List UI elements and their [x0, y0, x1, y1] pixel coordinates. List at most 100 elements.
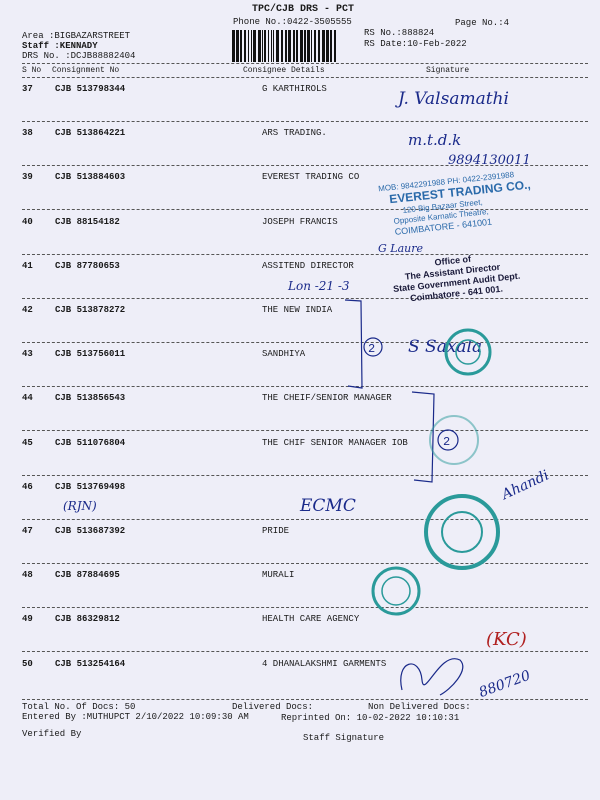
row-consignee: JOSEPH FRANCIS [262, 216, 338, 227]
signature-50: 880720 [477, 668, 533, 701]
entered-by: Entered By :MUTHUPCT 2/10/2022 10:09:30 … [22, 712, 249, 722]
everest-stamp: MOB: 9842291988 PH: 0422-2391988 EVEREST… [378, 170, 532, 237]
row-sno: 48 [22, 570, 33, 581]
barcode-bar [262, 30, 263, 62]
mark-45: 2 [443, 435, 450, 449]
row-consignee: THE CHIF SENIOR MANAGER IOB [262, 437, 408, 448]
reprinted-on: Reprinted On: 10-02-2022 10:10:31 [281, 713, 460, 723]
row-consignment-no: CJB 513254164 [55, 658, 126, 669]
row-divider [22, 651, 588, 653]
barcode-bar [273, 30, 274, 62]
row-consignee: SANDHIYA [262, 349, 306, 360]
row-divider [22, 430, 588, 432]
signature-38: m.t.d.k [408, 131, 461, 149]
row-consignee: MURALI [262, 570, 295, 581]
column-header-signature: Signature [426, 66, 470, 75]
svg-text:Office of: Office of [434, 254, 472, 268]
round-stamps [371, 328, 500, 616]
rs-date: RS Date:10-Feb-2022 [364, 39, 467, 49]
row-divider [22, 297, 588, 299]
barcode-bar [334, 30, 336, 62]
row-divider [22, 518, 588, 520]
barcode-bar [314, 30, 316, 62]
row-consignment-no: CJB 87884695 [55, 570, 120, 581]
note-49: (KC) [486, 629, 527, 650]
row-consignment-no: CJB 88154182 [55, 216, 120, 227]
area-label: Area :BIGBAZARSTREET [22, 31, 131, 41]
rs-number: RS No.:888824 [364, 28, 435, 38]
row-consignment-no: CJB 513798344 [55, 84, 126, 94]
barcode-bar [293, 30, 295, 62]
barcode-bar [288, 30, 291, 62]
row-divider [22, 342, 588, 343]
row-consignee: G KARTHIROLS [262, 84, 327, 94]
barcode-bar [276, 30, 279, 62]
barcode [232, 30, 336, 62]
row-consignee: HEALTH CARE AGENCY [262, 614, 360, 625]
total-docs: Total No. Of Docs: 50 [22, 702, 136, 712]
barcode-bar [330, 30, 332, 62]
document-title: TPC/CJB DRS - PCT [252, 4, 355, 15]
divider [22, 699, 588, 700]
row-sno: 46 [22, 481, 33, 492]
barcode-bar [307, 30, 310, 62]
row-sno: 44 [22, 393, 33, 404]
divider [22, 77, 588, 78]
note-47: ECMC [299, 496, 356, 516]
barcode-bar [296, 30, 298, 62]
staff-label: Staff :KENNADY [22, 41, 98, 51]
row-sno: 50 [22, 658, 33, 669]
row-consignee: EVEREST TRADING CO [262, 172, 360, 183]
verified-by: Verified By [22, 729, 82, 739]
row-consignee: ARS TRADING. [262, 128, 327, 139]
bracket-mark [344, 299, 363, 389]
drs-number: DRS No. :DCJB88882404 [22, 51, 136, 61]
barcode-bar [240, 30, 242, 62]
signature-37: J. Valsamathi [395, 89, 509, 109]
divider [22, 63, 588, 64]
barcode-bar [268, 30, 269, 62]
row-consignee: PRIDE [262, 526, 290, 536]
row-sno: 45 [22, 437, 33, 448]
delivered-docs: Delivered Docs: [232, 702, 314, 712]
row-consignment-no: CJB 513756011 [55, 349, 126, 360]
non-delivered-docs: Non Delivered Docs: [368, 702, 471, 712]
audit-office-stamp: Office of The Assistant Director State G… [393, 254, 521, 304]
column-header-sno: S No [22, 66, 42, 75]
barcode-bar [271, 30, 272, 62]
row-divider [22, 165, 588, 167]
row-divider [22, 607, 588, 609]
row-divider [22, 121, 588, 122]
barcode-bar [253, 30, 256, 62]
row-divider [22, 474, 588, 476]
column-header-consignment: Consignment No [52, 66, 120, 75]
phone-note-39: 9894130011 [448, 153, 531, 168]
row-sno: 39 [22, 172, 33, 183]
barcode-bar [322, 30, 325, 62]
row-sno: 38 [22, 128, 33, 139]
barcode-bar [300, 30, 303, 62]
mark-42: 2 [368, 342, 375, 356]
barcode-bar [258, 30, 261, 62]
note-46: (RJN) [63, 499, 97, 513]
row-divider [22, 253, 588, 255]
barcode-bar [251, 30, 252, 62]
row-consignment-no: CJB 86329812 [55, 614, 120, 625]
barcode-bar [304, 30, 306, 62]
row-divider [22, 386, 588, 388]
row-consignment-no: CJB 511076804 [55, 437, 126, 448]
row-consignment-no: CJB 513878272 [55, 305, 126, 315]
signature-47: Ahandi [498, 467, 552, 503]
row-consignee: 4 DHANALAKSHMI GARMENTS [262, 658, 387, 669]
barcode-bar [326, 30, 329, 62]
row-sno: 47 [22, 526, 33, 536]
row-sno: 37 [22, 84, 33, 94]
bracket-mark [411, 391, 435, 483]
column-header-consignee: Consignee Details [243, 66, 325, 75]
row-consignment-no: CJB 513856543 [55, 393, 126, 404]
row-consignment-no: CJB 513864221 [55, 128, 126, 139]
phone-number: Phone No.:0422-3505555 [233, 17, 352, 27]
signature-50-scribble [400, 658, 464, 696]
row-sno: 41 [22, 260, 33, 271]
